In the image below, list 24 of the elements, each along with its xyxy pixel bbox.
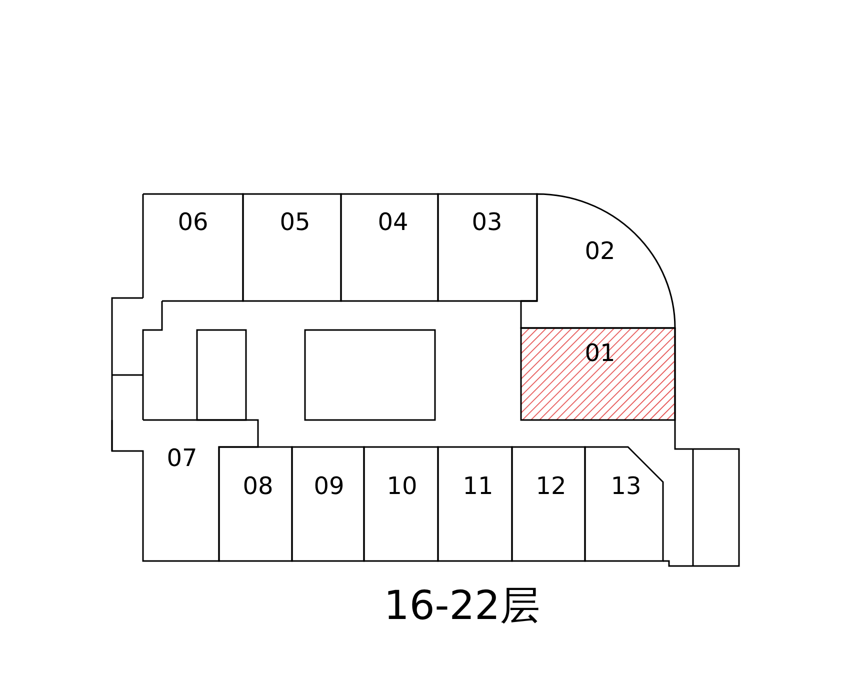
room-number: 12 [536,472,566,500]
room-outline [521,328,675,420]
room-outline [512,447,585,561]
room-number: 05 [280,208,310,236]
room-outline [341,194,438,301]
room-number: 02 [584,237,616,265]
room-outline [143,194,243,301]
room-outline [364,447,438,561]
room-number: 13 [610,472,642,500]
room-outline [438,447,512,561]
room-number: 03 [472,208,502,236]
room-number: 06 [178,208,208,236]
room-outline [585,447,663,561]
room-number: 07 [166,444,198,472]
room-number: 04 [378,208,408,236]
floor-title: 16-22层 [384,583,540,629]
room-outline [438,194,537,301]
room-number: 08 [242,472,274,500]
room-outline [243,194,341,301]
room-outline [292,447,364,561]
room-number: 10 [386,472,418,500]
room-outline [219,447,292,561]
room-number: 09 [314,472,344,500]
room-number: 11 [462,472,494,500]
